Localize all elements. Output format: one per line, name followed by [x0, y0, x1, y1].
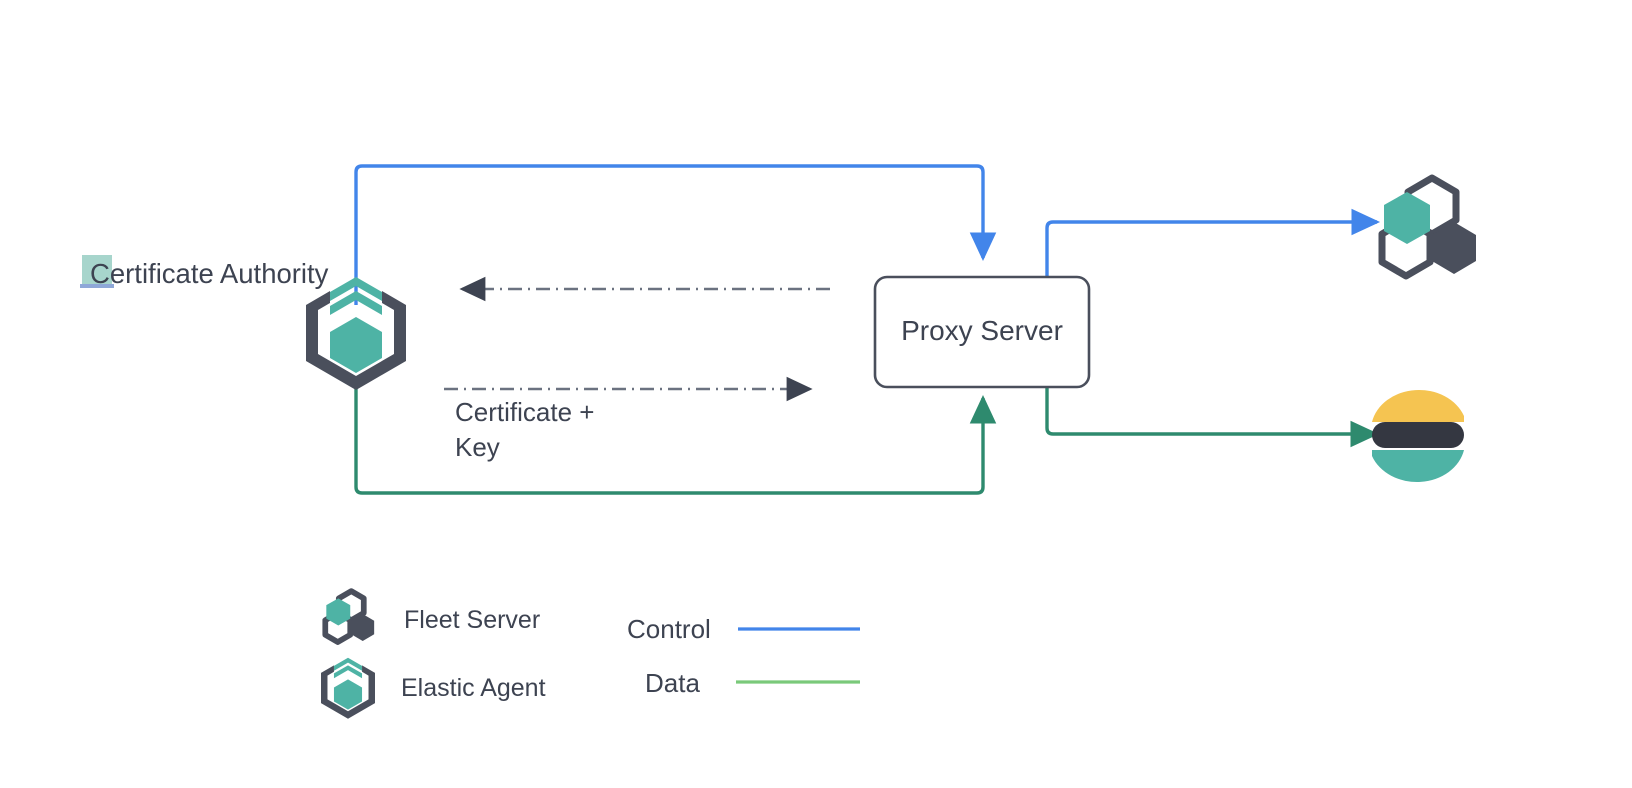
- fleet-server-hexagons-icon: [322, 588, 375, 645]
- legend-label-control: Control: [627, 614, 711, 644]
- edge-data-agent-to-proxy: [354, 378, 997, 495]
- legend-label-fleet-server: Fleet Server: [404, 606, 540, 634]
- certificate-authority-selection-highlight: [80, 255, 114, 288]
- edge-control-agent-to-proxy: [354, 164, 997, 305]
- node-proxy-server[interactable]: Proxy Server: [873, 275, 1091, 389]
- legend-item-control: Control: [627, 614, 860, 644]
- elastic-agent-hexagon-icon: [321, 657, 375, 719]
- legend-label-elastic-agent: Elastic Agent: [401, 674, 546, 702]
- legend-item-fleet-server: Fleet Server: [322, 588, 540, 645]
- edge-data-proxy-to-elasticsearch: [1045, 386, 1380, 448]
- certificate-key-label-line2: Key: [455, 432, 500, 462]
- fleet-server-hexagons-icon: [1378, 174, 1476, 280]
- certificate-authority-label: Certificate Authority: [90, 258, 329, 289]
- certificate-key-label-line1: Certificate +: [455, 397, 594, 427]
- elastic-agent-hexagon-icon: [306, 277, 406, 390]
- elasticsearch-logo-icon: [1372, 389, 1464, 483]
- legend-item-data: Data: [645, 668, 860, 698]
- legend-item-elastic-agent: Elastic Agent: [321, 657, 546, 719]
- edge-control-proxy-to-fleet: [1045, 208, 1381, 278]
- legend-label-data: Data: [645, 668, 700, 698]
- proxy-server-label: Proxy Server: [901, 315, 1063, 346]
